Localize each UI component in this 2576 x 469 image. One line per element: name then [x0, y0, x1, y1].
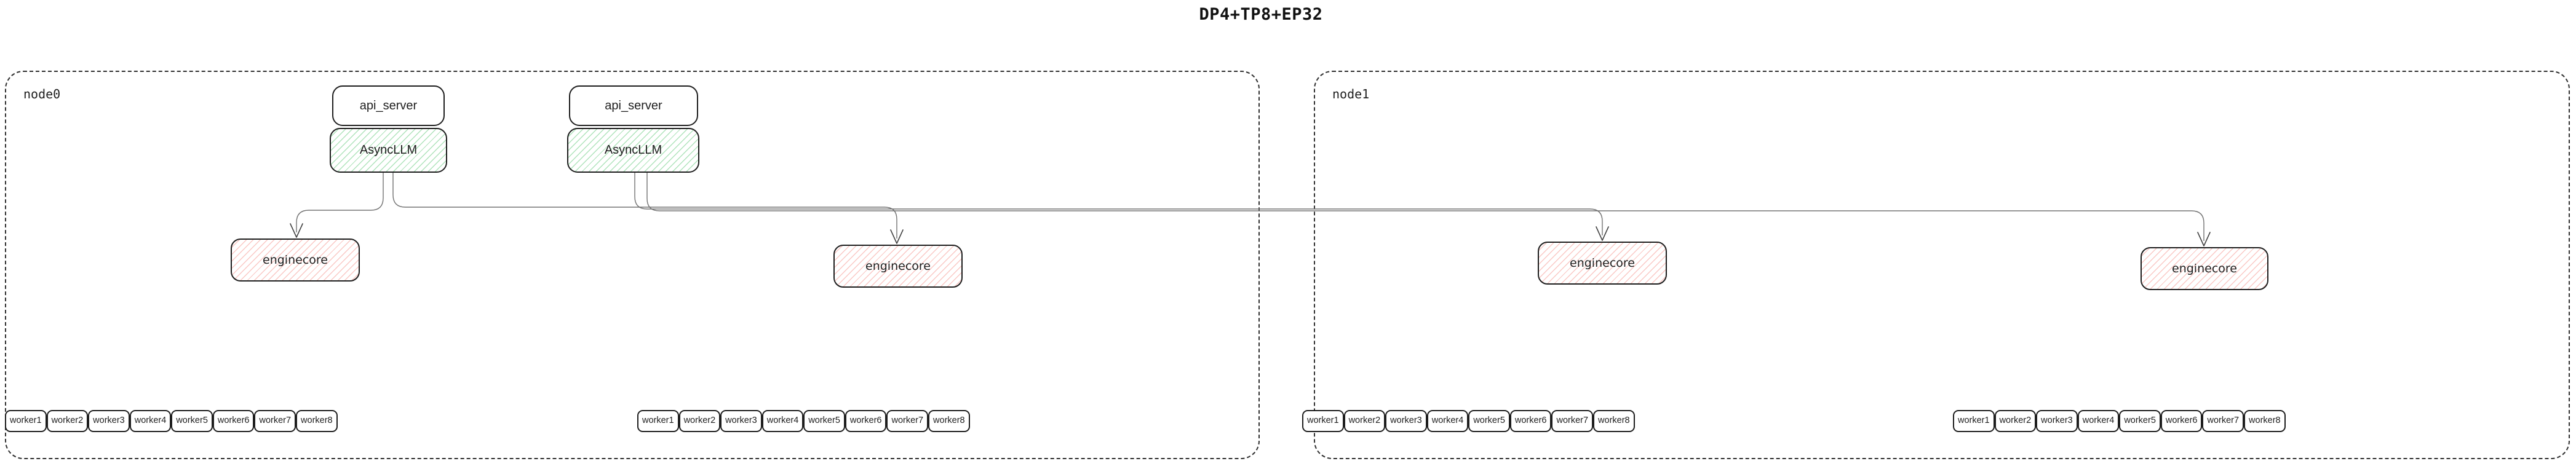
worker-box: worker5: [2119, 410, 2161, 432]
worker-box: worker5: [1468, 410, 1510, 432]
worker-box: worker6: [1509, 410, 1552, 432]
api-server-box-1: api_server: [332, 85, 445, 126]
asyncllm-box-1: AsyncLLM: [330, 128, 447, 173]
arrowhead-icon: [2197, 232, 2211, 246]
asyncllm-box-2: AsyncLLM: [567, 128, 699, 173]
worker-group-3: worker1 worker2 worker3 worker4 worker5 …: [1302, 410, 1635, 432]
edge-asyncllm1-enginecore1: [296, 173, 384, 232]
worker-box: worker7: [1551, 410, 1594, 432]
asyncllm-label: AsyncLLM: [359, 143, 418, 157]
worker-box: worker1: [637, 410, 679, 432]
node0-label: node0: [23, 87, 61, 101]
worker-box: worker3: [720, 410, 762, 432]
diagram-title: DP4+TP8+EP32: [1199, 5, 1323, 24]
edge-asyncllm2-enginecore3: [634, 173, 1603, 235]
worker-box: worker4: [2077, 410, 2120, 432]
worker-box: worker1: [5, 410, 47, 432]
api-server-label: api_server: [605, 98, 662, 112]
enginecore-box-3: enginecore: [1538, 242, 1667, 285]
worker-box: worker4: [1426, 410, 1469, 432]
enginecore-label: enginecore: [865, 259, 931, 273]
enginecore-label: enginecore: [2172, 262, 2237, 275]
worker-box: worker8: [1593, 410, 1635, 432]
worker-box: worker3: [1385, 410, 1427, 432]
worker-box: worker5: [171, 410, 213, 432]
worker-box: worker2: [46, 410, 89, 432]
api-server-box-2: api_server: [569, 85, 698, 126]
enginecore-box-4: enginecore: [2141, 247, 2268, 290]
api-server-label: api_server: [359, 98, 418, 112]
node1-container: node1: [1314, 71, 2570, 459]
worker-box: worker3: [2036, 410, 2078, 432]
worker-box: worker2: [678, 410, 721, 432]
node0-container: node0: [5, 71, 1260, 459]
worker-box: worker6: [212, 410, 255, 432]
worker-box: worker2: [1343, 410, 1386, 432]
arrowhead-icon: [1596, 226, 1609, 241]
worker-box: worker7: [886, 410, 929, 432]
node1-label: node1: [1332, 87, 1370, 101]
enginecore-label: enginecore: [1570, 256, 1635, 270]
worker-box: worker7: [254, 410, 296, 432]
worker-box: worker5: [803, 410, 845, 432]
worker-box: worker7: [2202, 410, 2244, 432]
edge-asyncllm1-enginecore2: [392, 173, 897, 238]
enginecore-label: enginecore: [263, 253, 328, 267]
worker-box: worker8: [296, 410, 338, 432]
worker-group-2: worker1 worker2 worker3 worker4 worker5 …: [637, 410, 970, 432]
worker-box: worker3: [88, 410, 130, 432]
worker-box: worker6: [2160, 410, 2203, 432]
worker-box: worker4: [761, 410, 804, 432]
enginecore-box-2: enginecore: [833, 245, 963, 288]
worker-box: worker4: [129, 410, 172, 432]
asyncllm-label: AsyncLLM: [604, 143, 662, 157]
worker-group-4: worker1 worker2 worker3 worker4 worker5 …: [1953, 410, 2286, 432]
arrowhead-icon: [890, 229, 904, 244]
worker-box: worker8: [928, 410, 970, 432]
worker-box: worker2: [1994, 410, 2037, 432]
worker-group-1: worker1 worker2 worker3 worker4 worker5 …: [5, 410, 338, 432]
enginecore-box-1: enginecore: [231, 238, 360, 282]
arrowhead-icon: [290, 223, 303, 238]
worker-box: worker1: [1953, 410, 1995, 432]
edge-asyncllm2-enginecore4: [646, 173, 2204, 241]
worker-box: worker8: [2244, 410, 2286, 432]
worker-box: worker1: [1302, 410, 1344, 432]
worker-box: worker6: [845, 410, 887, 432]
